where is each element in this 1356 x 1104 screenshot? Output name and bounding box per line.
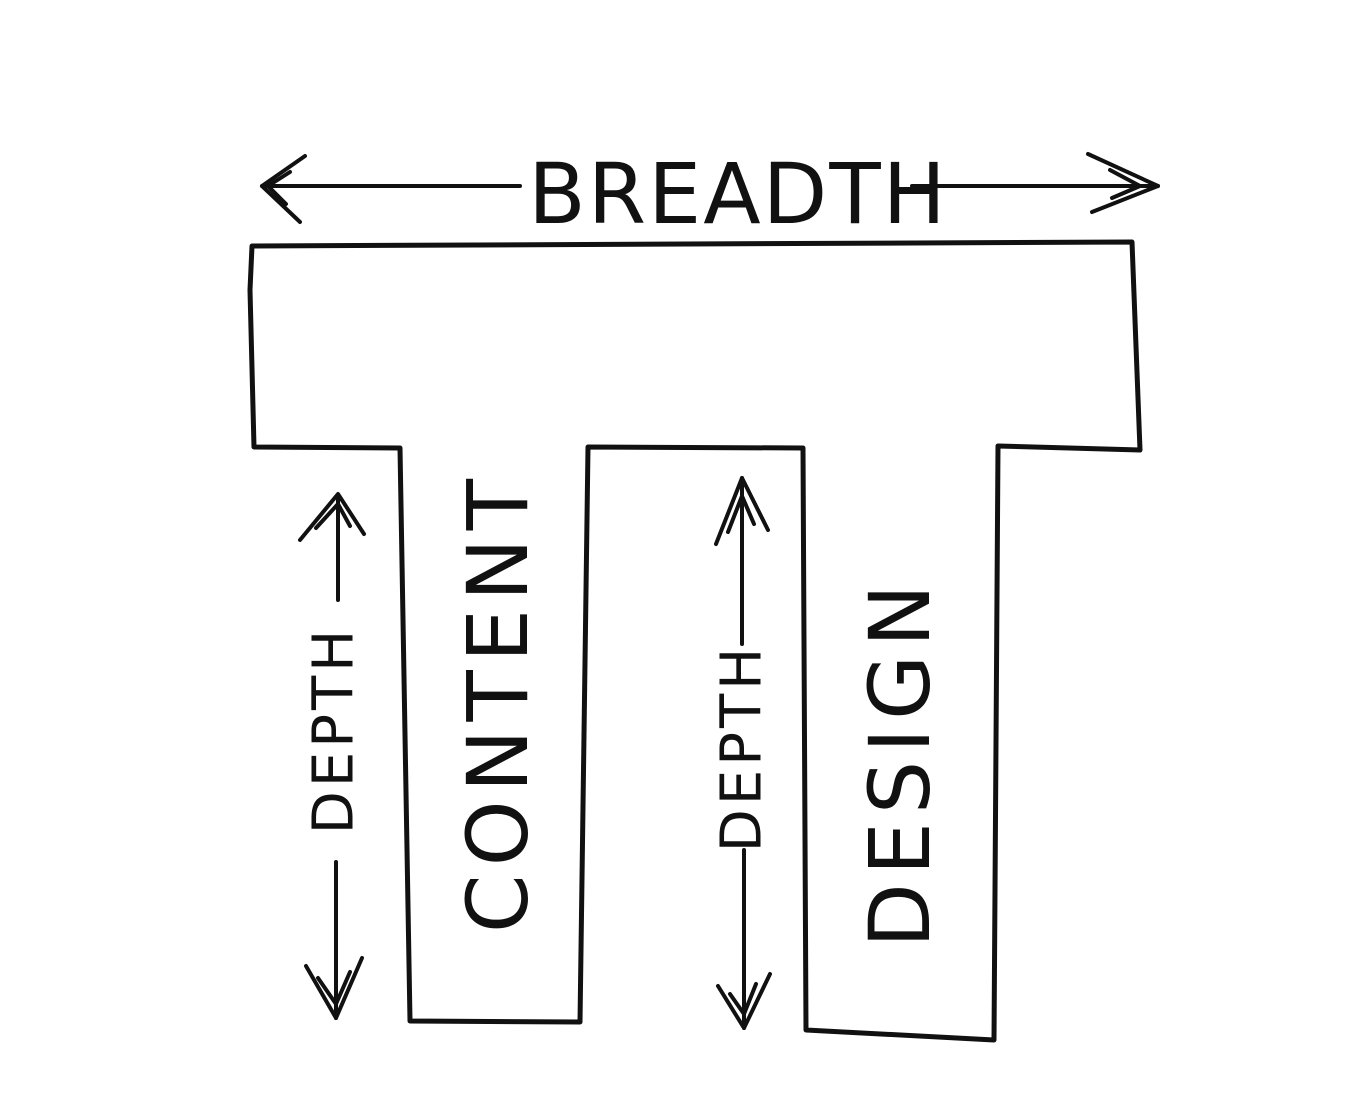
design-label: DESIGN [851, 576, 949, 948]
pi-shape-outline [247, 239, 1143, 1043]
depth-arrow-left [298, 492, 366, 1020]
depth-label-right: DEPTH [710, 644, 775, 853]
depth-label-left: DEPTH [302, 626, 367, 835]
content-label: CONTENT [449, 471, 547, 933]
breadth-arrow [260, 152, 1160, 224]
depth-arrow-right [714, 476, 772, 1030]
breadth-label: BREADTH [528, 145, 948, 243]
